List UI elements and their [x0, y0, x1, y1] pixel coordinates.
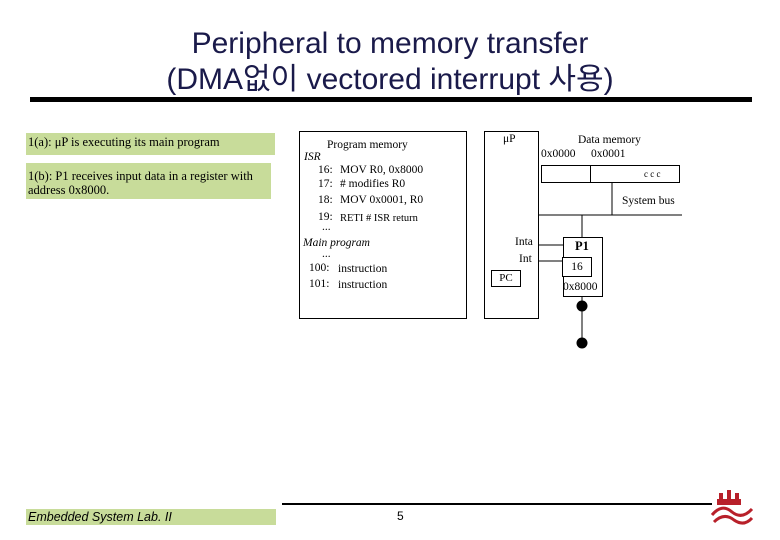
- isr-label: ISR: [304, 151, 321, 163]
- main-line-101-addr: 101:: [309, 278, 330, 290]
- p1-input-end-dot: [576, 337, 588, 349]
- data-memory-cell-divider: [590, 165, 591, 183]
- note-step-1b: 1(b): P1 receives input data in a regist…: [26, 163, 271, 199]
- microprocessor-label: μP: [503, 133, 516, 145]
- int-label: Int: [519, 253, 532, 265]
- p1-register-address: 0x8000: [563, 281, 598, 293]
- slide-title-line2: (DMA없이 vectored interrupt 사용): [166, 63, 614, 96]
- main-line-100-text: instruction: [338, 263, 388, 275]
- data-memory-cells: c c c: [644, 169, 661, 179]
- data-memory-box: [541, 165, 680, 183]
- isr-line-16-text: MOV R0, 0x8000: [340, 164, 424, 176]
- main-line-101-text: instruction: [338, 279, 388, 291]
- program-memory-box: [299, 131, 467, 319]
- main-ellipsis: ...: [322, 248, 331, 260]
- data-memory-addr-0000: 0x0000: [541, 148, 576, 160]
- isr-line-19-text: RETI # ISR return: [340, 213, 418, 224]
- peripheral-p1-label: P1: [575, 239, 589, 253]
- p1-input-dot: [576, 300, 588, 312]
- isr-line-19-addr: 19:: [318, 211, 333, 223]
- main-program-label: Main program: [303, 237, 370, 249]
- microprocessor-box: [484, 131, 539, 319]
- inta-label: Inta: [515, 236, 533, 248]
- system-bus-label: System bus: [622, 195, 675, 207]
- isr-line-17-addr: 17:: [318, 178, 333, 190]
- main-line-100-addr: 100:: [309, 262, 330, 274]
- isr-line-18-text: MOV 0x0001, R0: [340, 194, 424, 206]
- data-memory-label: Data memory: [578, 134, 641, 146]
- data-memory-addr-0001: 0x0001: [591, 148, 626, 160]
- isr-line-16-addr: 16:: [318, 164, 333, 176]
- castle-logo-icon: [710, 490, 754, 525]
- slide-title-line1: Peripheral to memory transfer: [191, 27, 589, 60]
- isr-line-18-addr: 18:: [318, 194, 333, 206]
- footer-lab-name: Embedded System Lab. II: [26, 509, 276, 525]
- isr-line-17-text: # modifies R0: [340, 178, 406, 190]
- pc-register: PC: [491, 270, 521, 287]
- title-rule: [30, 97, 752, 102]
- p1-register-value: 16: [562, 257, 592, 277]
- note-step-1a: 1(a): μP is executing its main program: [26, 133, 275, 155]
- program-memory-label: Program memory: [327, 139, 408, 151]
- isr-ellipsis: ...: [322, 221, 331, 233]
- footer-rule: [282, 503, 712, 505]
- page-number: 5: [397, 509, 404, 523]
